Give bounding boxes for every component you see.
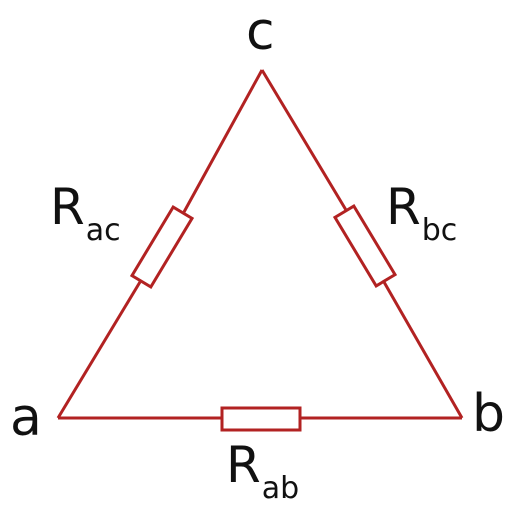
wire-c-to-resistor-bc: [260, 69, 348, 211]
wire-resistor-bc-to-b: [382, 281, 464, 419]
resistor-label-bc: Rbc: [386, 182, 457, 246]
wire-a-to-resistor-ac: [56, 281, 142, 419]
resistor-label-ab: Rab: [226, 440, 299, 504]
resistor-label-ab-sub: ab: [261, 471, 300, 506]
resistor-bc: [332, 203, 398, 289]
resistor-label-bc-sub: bc: [421, 213, 458, 248]
node-label-a: a: [10, 388, 42, 448]
resistor-label-ac: Rac: [50, 182, 121, 246]
wire-resistor-ac-to-c: [182, 69, 264, 213]
resistor-label-bc-main: R: [386, 178, 421, 236]
node-label-c: c: [246, 2, 275, 62]
resistor-label-ac-main: R: [50, 178, 85, 236]
resistor-ab: [220, 406, 302, 432]
resistor-ac: [129, 204, 195, 290]
node-label-b: b: [472, 384, 506, 444]
resistor-label-ab-main: R: [226, 436, 261, 494]
resistor-label-ac-sub: ac: [85, 213, 121, 248]
